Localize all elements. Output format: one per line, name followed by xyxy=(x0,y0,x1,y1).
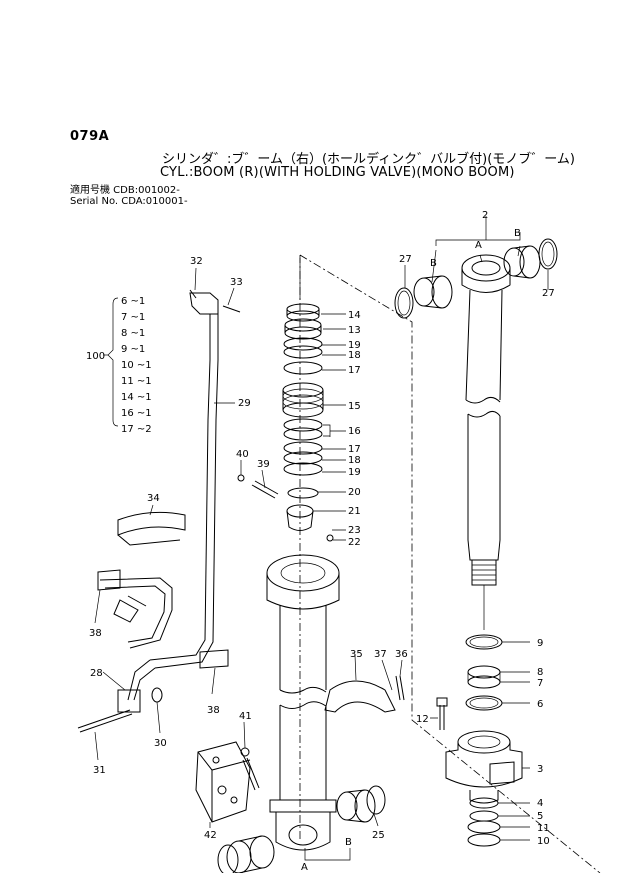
callout-b-right: B xyxy=(514,228,521,239)
callout-30: 30 xyxy=(154,738,167,749)
bushing-lower xyxy=(217,785,386,873)
callout-4: 4 xyxy=(537,798,543,809)
assembly-boundary xyxy=(299,254,601,873)
callout-27-right: 27 xyxy=(542,288,555,299)
callout-18-bottom: 18 xyxy=(348,455,361,466)
callout-3: 3 xyxy=(537,764,543,775)
leader-lines xyxy=(94,216,549,861)
callout-11: 11 xyxy=(537,823,550,834)
callout-15: 15 xyxy=(348,401,361,412)
callout-19-bottom: 19 xyxy=(348,467,361,478)
callout-27-left: 27 xyxy=(399,254,412,265)
callout-5: 5 xyxy=(537,811,543,822)
callout-12: 12 xyxy=(416,714,429,725)
callout-18-top: 18 xyxy=(348,350,361,361)
callout-10: 10 xyxy=(537,836,550,847)
kit-item: 7 ~1 xyxy=(121,312,145,323)
callout-a-rod: A xyxy=(475,240,482,251)
callout-35: 35 xyxy=(350,649,363,660)
callout-17-top: 17 xyxy=(348,365,361,376)
callout-2: 2 xyxy=(482,210,488,221)
pipe-assembly xyxy=(99,292,219,713)
kit-item: 17 ~2 xyxy=(121,424,152,435)
clamps xyxy=(97,511,396,713)
kit-item: 10 ~1 xyxy=(121,360,152,371)
kit-item: 11 ~1 xyxy=(121,376,152,387)
callout-9: 9 xyxy=(537,638,543,649)
kit-item: 6 ~1 xyxy=(121,296,145,307)
serial-japanese: 適用号機 CDB:001002- xyxy=(70,185,180,196)
callout-28: 28 xyxy=(90,668,103,679)
callout-36: 36 xyxy=(395,649,408,660)
piston-rod xyxy=(461,254,511,630)
kit-number: 100 xyxy=(86,351,105,362)
cylinder-tube xyxy=(266,554,340,851)
callout-40: 40 xyxy=(236,449,249,460)
callout-7: 7 xyxy=(537,678,543,689)
kit-list: 100 6 ~1 7 ~1 8 ~1 9 ~1 10 ~1 11 ~1 14 ~… xyxy=(86,296,152,435)
rod-seals xyxy=(465,634,503,711)
callout-13: 13 xyxy=(348,325,361,336)
callout-14: 14 xyxy=(348,310,361,321)
kit-bracket xyxy=(107,297,119,427)
callout-41: 41 xyxy=(239,711,252,722)
serial-info: 適用号機 CDB:001002- Serial No. CDA:010001- xyxy=(70,185,188,207)
bushing-b-left xyxy=(413,275,453,309)
callout-b-tube: B xyxy=(345,837,352,848)
callout-16: 16 xyxy=(348,426,361,437)
callout-39: 39 xyxy=(257,459,270,470)
callout-32: 32 xyxy=(190,256,203,267)
serial-english: Serial No. CDA:010001- xyxy=(70,196,188,207)
callout-labels: 2 A B B 27 27 32 33 29 14 13 19 18 17 15… xyxy=(89,210,555,873)
seal-27 xyxy=(394,238,558,319)
title-japanese: シリンダ゛:ブ゛ーム（右）(ホールディンク゛バルブ付)(モノブ゛ーム) xyxy=(162,152,575,167)
callout-21: 21 xyxy=(348,506,361,517)
diagram-code: 079A xyxy=(70,129,110,144)
callout-23: 23 xyxy=(348,525,361,536)
piston-stack xyxy=(282,303,334,542)
bolt-12 xyxy=(436,697,448,730)
callout-34: 34 xyxy=(147,493,160,504)
callout-25: 25 xyxy=(372,830,385,841)
callout-b-left: B xyxy=(430,258,437,269)
callout-22: 22 xyxy=(348,537,361,548)
title-english: CYL.:BOOM (R)(WITH HOLDING VALVE)(MONO B… xyxy=(160,165,515,180)
callout-31: 31 xyxy=(93,765,106,776)
callout-38-right: 38 xyxy=(207,705,220,716)
bushing-b-right xyxy=(503,245,541,279)
cylinder-head xyxy=(445,730,523,804)
callout-42: 42 xyxy=(204,830,217,841)
callout-19-top: 19 xyxy=(348,340,361,351)
callout-8: 8 xyxy=(537,667,543,678)
callout-29: 29 xyxy=(238,398,251,409)
kit-item: 14 ~1 xyxy=(121,392,152,403)
callout-17-bottom: 17 xyxy=(348,444,361,455)
lower-rings xyxy=(467,797,501,847)
callout-33: 33 xyxy=(230,277,243,288)
kit-item: 16 ~1 xyxy=(121,408,152,419)
callout-37: 37 xyxy=(374,649,387,660)
kit-item: 9 ~1 xyxy=(121,344,145,355)
callout-20: 20 xyxy=(348,487,361,498)
holding-valve xyxy=(195,741,251,823)
callout-38-left: 38 xyxy=(89,628,102,639)
kit-item: 8 ~1 xyxy=(121,328,145,339)
callout-a-tube: A xyxy=(301,862,308,873)
callout-6: 6 xyxy=(537,699,543,710)
